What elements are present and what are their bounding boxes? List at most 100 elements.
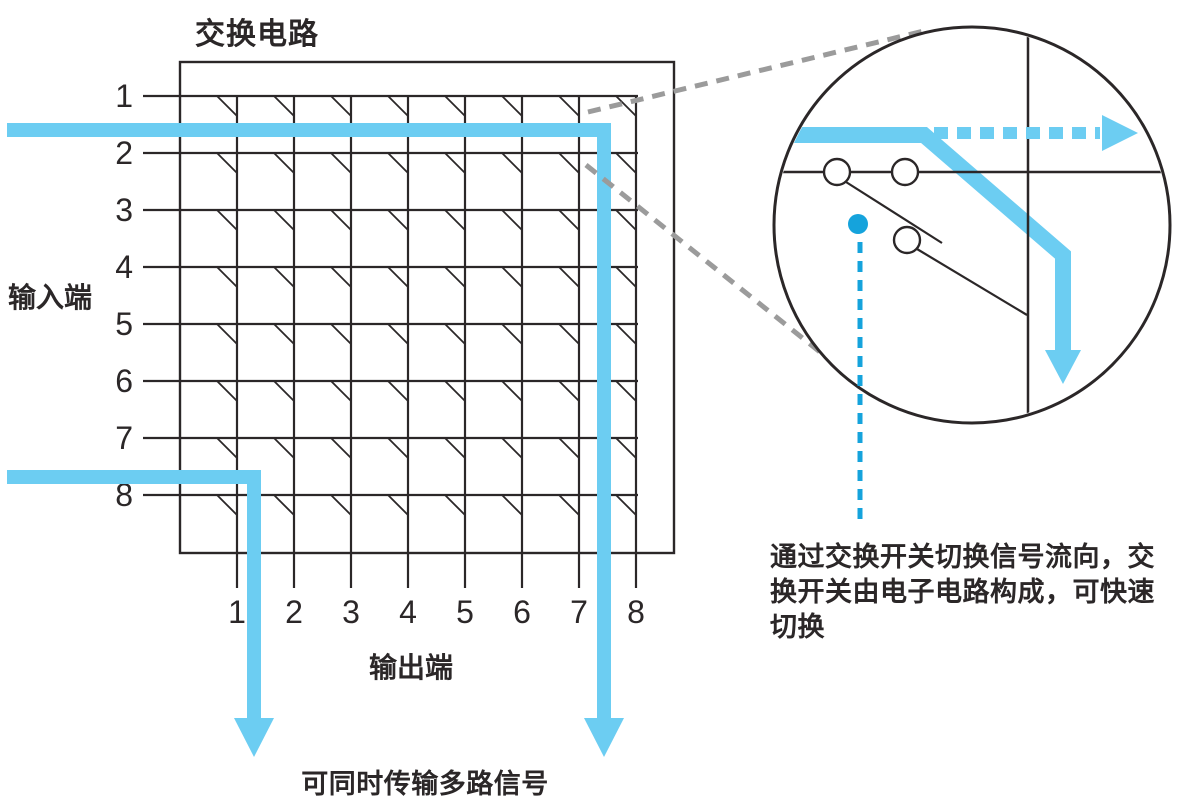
- contact-point-3: [892, 225, 922, 255]
- switch-contact-r7-c4: [387, 437, 409, 459]
- switch-contact-r7-c5: [444, 437, 466, 459]
- switch-contact-r7-c2: [273, 437, 295, 459]
- switch-contact-r1-c7: [558, 95, 580, 117]
- switch-contact-r7-c1: [216, 437, 238, 459]
- switch-contact-r7-c6: [501, 437, 523, 459]
- signal-route-1: [7, 123, 624, 757]
- switch-contact-r1-c3: [330, 95, 352, 117]
- signal-route-2-arrowhead-icon: [234, 718, 274, 757]
- output-number-6: 6: [513, 594, 531, 630]
- switch-contact-r5-c1: [216, 323, 238, 345]
- switch-contact-r6-c8: [615, 380, 637, 402]
- switch-contact-r4-c4: [387, 266, 409, 288]
- switch-arm-closed: [916, 248, 1028, 316]
- switch-contact-r2-c4: [387, 152, 409, 174]
- switch-contact-r3-c4: [387, 209, 409, 231]
- input-numbers: 1 2 3 4 5 6 7 8: [115, 78, 133, 513]
- annotation-line-3: 切换: [770, 612, 825, 642]
- switch-contact-r3-c7: [558, 209, 580, 231]
- switch-contact-r5-c8: [615, 323, 637, 345]
- switch-contact-r5-c4: [387, 323, 409, 345]
- switch-contact-r5-c5: [444, 323, 466, 345]
- signal-route-2-band: [7, 470, 261, 722]
- switch-contact-r1-c5: [444, 95, 466, 117]
- switch-contact-r7-c7: [558, 437, 580, 459]
- contact-point-1: [822, 157, 852, 187]
- annotation-line-1: 通过交换开关切换信号流向，交: [770, 541, 1155, 572]
- switch-contact-r3-c1: [216, 209, 238, 231]
- switch-contact-r3-c6: [501, 209, 523, 231]
- switch-contact-r3-c3: [330, 209, 352, 231]
- switch-contact-r8-c6: [501, 494, 523, 516]
- switch-contact-r5-c3: [330, 323, 352, 345]
- switch-contact-r6-c4: [387, 380, 409, 402]
- switch-contact-r6-c3: [330, 380, 352, 402]
- switch-contact-r8-c2: [273, 494, 295, 516]
- input-number-8: 8: [115, 477, 133, 513]
- switch-contact-r1-c2: [273, 95, 295, 117]
- switch-contact-r8-c1: [216, 494, 238, 516]
- output-number-2: 2: [285, 594, 303, 630]
- switch-contact-r7-c3: [330, 437, 352, 459]
- alternate-route-arrowhead-icon: [1102, 115, 1138, 151]
- switch-contact-r4-c1: [216, 266, 238, 288]
- input-number-2: 2: [115, 135, 133, 171]
- output-side-label: 输出端: [369, 651, 453, 683]
- switch-contact-r1-c4: [387, 95, 409, 117]
- switch-contact-r8-c8: [615, 494, 637, 516]
- switch-contact-r5-c2: [273, 323, 295, 345]
- switch-contact-r1-c8: [615, 95, 637, 117]
- switch-contact-r4-c8: [615, 266, 637, 288]
- magnified-signal-band: [776, 127, 1071, 352]
- input-side-label: 输入端: [8, 281, 92, 313]
- magnifier-callout: [584, 25, 1172, 527]
- switch-contact-r8-c3: [330, 494, 352, 516]
- input-number-6: 6: [115, 363, 133, 399]
- magnifier-content: [776, 29, 1168, 421]
- switch-contact-r6-c5: [444, 380, 466, 402]
- switch-contact-r3-c5: [444, 209, 466, 231]
- input-number-3: 3: [115, 192, 133, 228]
- switch-contact-r8-c4: [387, 494, 409, 516]
- switch-contact-r3-c8: [615, 209, 637, 231]
- switch-contact-r1-c1: [216, 95, 238, 117]
- switch-contact-r4-c2: [273, 266, 295, 288]
- switch-contact-r2-c5: [444, 152, 466, 174]
- signal-route-1-band: [7, 123, 611, 722]
- input-number-4: 4: [115, 249, 133, 285]
- switch-contact-r2-c3: [330, 152, 352, 174]
- switch-contact-r6-c1: [216, 380, 238, 402]
- output-number-3: 3: [342, 594, 360, 630]
- output-number-5: 5: [456, 594, 474, 630]
- switch-arm-open: [845, 181, 943, 244]
- switch-contact-r5-c7: [558, 323, 580, 345]
- switch-contact-r2-c8: [615, 152, 637, 174]
- input-number-7: 7: [115, 420, 133, 456]
- callout-dash-bottom: [584, 163, 847, 374]
- matrix-title: 交换电路: [195, 17, 319, 51]
- switch-contact-r4-c3: [330, 266, 352, 288]
- switch-contact-r2-c1: [216, 152, 238, 174]
- switch-contact-r8-c5: [444, 494, 466, 516]
- output-number-7: 7: [570, 594, 588, 630]
- switch-contact-r4-c7: [558, 266, 580, 288]
- output-number-4: 4: [399, 594, 417, 630]
- annotation-line-2: 换开关由电子电路构成，可快速: [770, 576, 1155, 607]
- input-number-5: 5: [115, 306, 133, 342]
- switch-contact-r7-c8: [615, 437, 637, 459]
- switch-marker-dot-icon: [848, 214, 868, 234]
- switch-contact-r4-c5: [444, 266, 466, 288]
- contact-point-2: [890, 157, 920, 187]
- matrix-grid-lines: [143, 94, 638, 588]
- magnifier-circle: [772, 25, 1172, 425]
- signal-route-1-arrowhead-icon: [584, 718, 624, 757]
- input-number-1: 1: [115, 78, 133, 114]
- switch-contact-r5-c6: [501, 323, 523, 345]
- switch-contact-r6-c6: [501, 380, 523, 402]
- callout-dash-top: [587, 27, 929, 115]
- switch-contact-r4-c6: [501, 266, 523, 288]
- switch-contact-r6-c2: [273, 380, 295, 402]
- output-number-8: 8: [627, 594, 645, 630]
